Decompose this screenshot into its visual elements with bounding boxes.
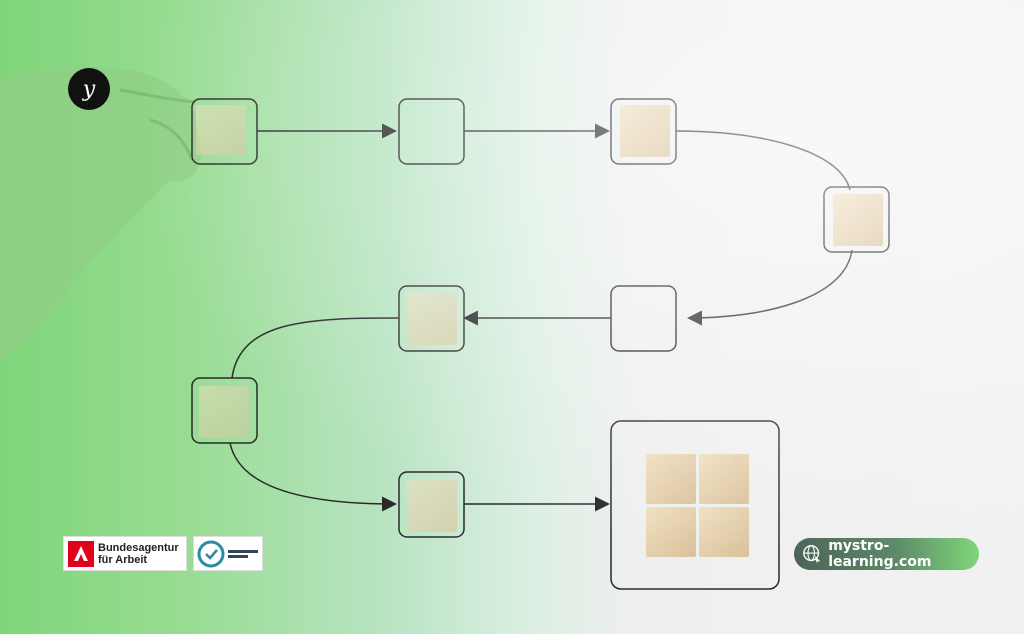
step-frame bbox=[191, 377, 258, 444]
step-frame bbox=[398, 98, 465, 165]
agency-logo: Bundesagentur für Arbeit bbox=[63, 536, 187, 571]
step-frame bbox=[398, 471, 465, 538]
step-frame bbox=[191, 98, 258, 165]
wood-block bbox=[199, 386, 249, 438]
signature-y-icon: y bbox=[82, 76, 96, 102]
wood-block bbox=[699, 507, 749, 557]
step-frame bbox=[610, 285, 677, 352]
website-link[interactable]: mystro-learning.com bbox=[794, 538, 979, 570]
wood-block bbox=[620, 105, 670, 157]
connector-curve bbox=[675, 130, 851, 191]
step-frame bbox=[823, 186, 890, 253]
wood-block bbox=[833, 194, 883, 246]
acquisitioncert-seal-icon bbox=[197, 540, 225, 567]
goal-frame bbox=[610, 420, 780, 590]
wood-block bbox=[407, 293, 457, 345]
wood-block bbox=[646, 454, 696, 504]
wood-block bbox=[407, 480, 457, 532]
hand-illustration bbox=[0, 65, 201, 360]
agency-name-line2: für Arbeit bbox=[98, 553, 148, 566]
connector-curve bbox=[231, 317, 400, 379]
website-label[interactable]: mystro-learning.com bbox=[828, 538, 932, 570]
step-frame bbox=[398, 285, 465, 352]
globe-cursor-icon bbox=[803, 545, 821, 564]
agency-name-line1: Bundesagentur bbox=[98, 541, 179, 554]
certification-logo bbox=[193, 536, 263, 571]
wood-block bbox=[196, 105, 246, 155]
brand-badge: y bbox=[68, 68, 110, 110]
connector-curve bbox=[229, 442, 397, 512]
connector-curve bbox=[687, 249, 853, 326]
wood-block bbox=[699, 454, 749, 504]
wood-blocks bbox=[196, 105, 883, 557]
agency-a-icon bbox=[68, 540, 94, 567]
step-frame bbox=[610, 98, 677, 165]
wood-block bbox=[646, 507, 696, 557]
